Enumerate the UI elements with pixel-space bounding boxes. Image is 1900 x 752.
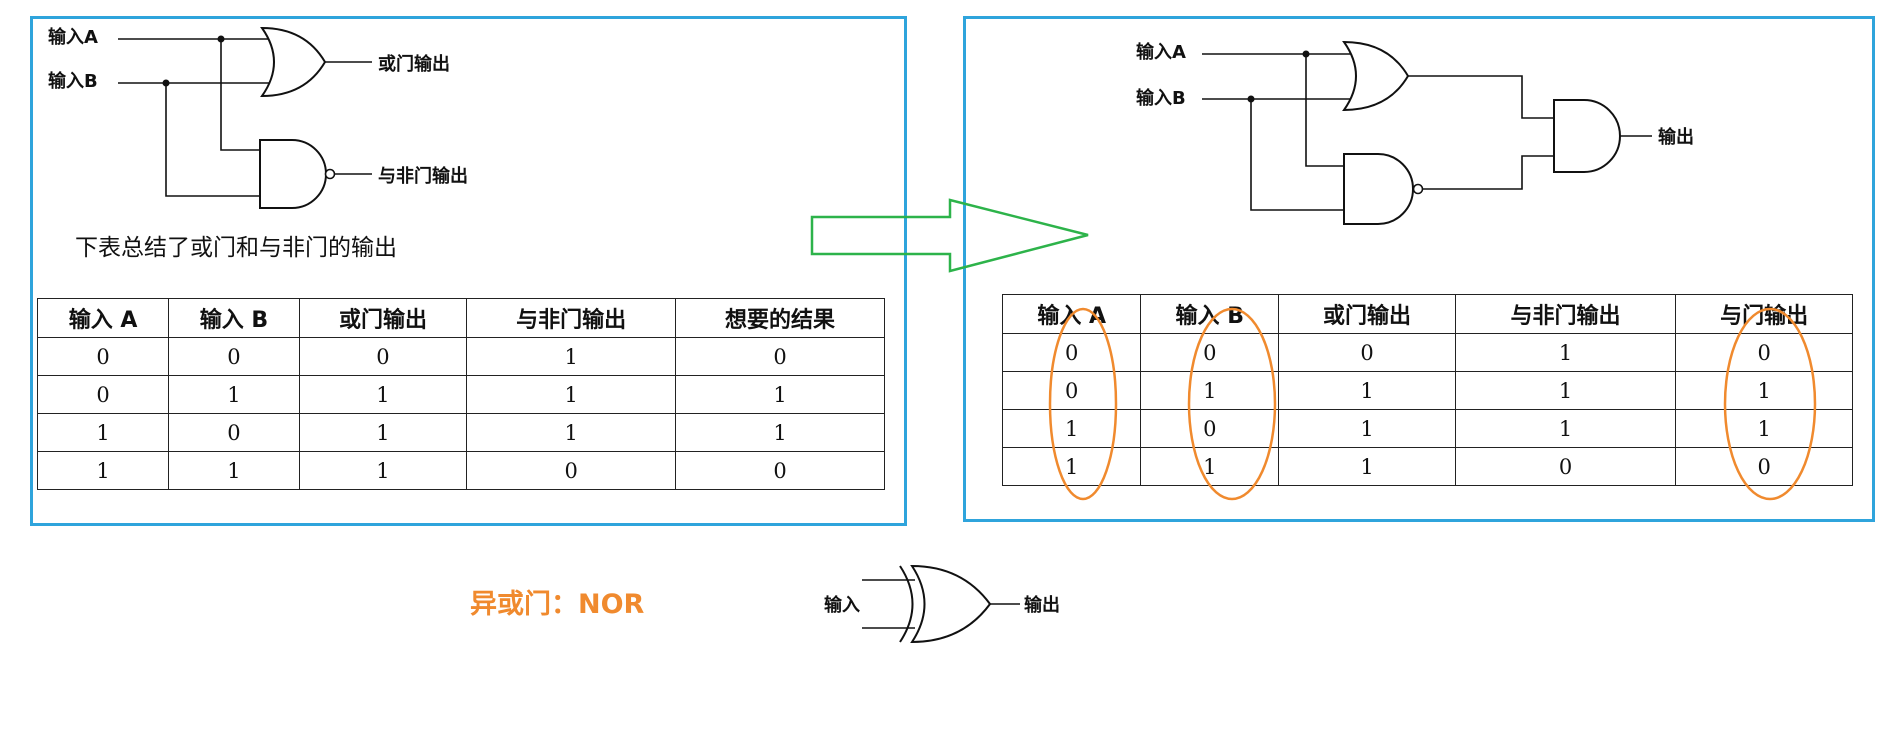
xor-output-label: 输出: [1024, 594, 1060, 616]
left-caption: 下表总结了或门和与非门的输出: [75, 235, 397, 261]
xor-gate-label: 异或门：NOR: [470, 589, 645, 620]
xor-input-label: 输入: [824, 594, 860, 616]
table-row: 0 1 1 1 1: [36, 375, 885, 414]
table-header-cell: 或门输出: [298, 298, 468, 338]
table-header-row: 输入 A 输入 B 或门输出 与非门输出 想要的结果: [36, 298, 885, 338]
highlight-ellipse-input-a: [1048, 307, 1118, 501]
right-input-a-label: 输入A: [1136, 41, 1186, 63]
table-cell: 0: [1675, 333, 1853, 372]
table-cell: 1: [298, 413, 468, 452]
table-cell: 0: [1675, 447, 1853, 486]
left-wire-b-branch: [165, 83, 260, 197]
left-panel: [30, 16, 907, 526]
table-header-cell: 输入 B: [168, 298, 300, 338]
table-cell: 0: [466, 451, 677, 490]
highlight-ellipse-and-output: [1723, 307, 1817, 501]
table-cell: 1: [1454, 409, 1677, 448]
table-cell: 1: [1278, 371, 1456, 410]
left-nand-output-label: 与非门输出: [378, 165, 468, 187]
table-header-cell: 想要的结果: [675, 298, 885, 338]
table-cell: 1: [298, 451, 468, 490]
right-wire-a-branch: [1305, 54, 1344, 167]
table-cell: 1: [168, 451, 300, 490]
table-cell: 1: [1675, 409, 1853, 448]
table-cell: 1: [1278, 447, 1456, 486]
xor-gate-body: [910, 564, 992, 644]
right-input-b-label: 输入B: [1136, 87, 1186, 109]
right-nand-gate: [1343, 153, 1414, 225]
table-cell: 0: [1278, 333, 1456, 372]
left-input-b-label: 输入B: [48, 70, 98, 92]
left-or-output-label: 或门输出: [378, 53, 450, 75]
table-cell: 0: [675, 337, 885, 376]
table-cell: 1: [466, 413, 677, 452]
left-nand-bubble: [324, 168, 336, 180]
table-cell: 1: [675, 413, 885, 452]
right-or-gate: [1342, 40, 1410, 112]
table-cell: 1: [675, 375, 885, 414]
right-and-gate: [1553, 99, 1621, 173]
table-cell: 0: [36, 337, 170, 376]
table-cell: 0: [168, 413, 300, 452]
right-panel: [963, 16, 1875, 522]
right-output-label: 输出: [1658, 126, 1694, 148]
table-cell: 1: [36, 413, 170, 452]
table-header-cell: 输入 A: [36, 298, 170, 338]
table-header-cell: 与门输出: [1675, 294, 1853, 334]
table-header-cell: 与非门输出: [466, 298, 677, 338]
highlight-ellipse-input-b: [1187, 307, 1277, 501]
table-cell: 0: [1140, 333, 1280, 372]
table-cell: 1: [36, 451, 170, 490]
table-cell: 0: [298, 337, 468, 376]
table-row: 0 0 0 1 0: [1001, 333, 1853, 372]
table-cell: 1: [1001, 447, 1142, 486]
right-nand-to-and-wire: [1423, 155, 1554, 190]
left-wire-a-branch: [220, 39, 260, 151]
table-row: 1 0 1 1 1: [36, 413, 885, 452]
right-or-to-and-wire: [1408, 75, 1554, 119]
table-cell: 1: [1140, 371, 1280, 410]
right-wire-b-branch: [1250, 99, 1344, 211]
table-cell: 1: [466, 375, 677, 414]
green-arrow-icon: [810, 198, 1089, 273]
left-input-a-label: 输入A: [48, 26, 98, 48]
xor-back-curve: [899, 565, 914, 643]
right-nand-bubble: [1412, 183, 1424, 195]
table-row: 1 1 1 0 0: [36, 451, 885, 490]
table-cell: 0: [1454, 447, 1677, 486]
table-header-cell: 与非门输出: [1454, 294, 1677, 334]
table-row: 1 1 1 0 0: [1001, 447, 1853, 486]
left-or-gate: [260, 26, 327, 98]
left-truth-table: 输入 A 输入 B 或门输出 与非门输出 想要的结果 0 0 0 1 0 0 1…: [36, 298, 885, 490]
table-cell: 0: [675, 451, 885, 490]
